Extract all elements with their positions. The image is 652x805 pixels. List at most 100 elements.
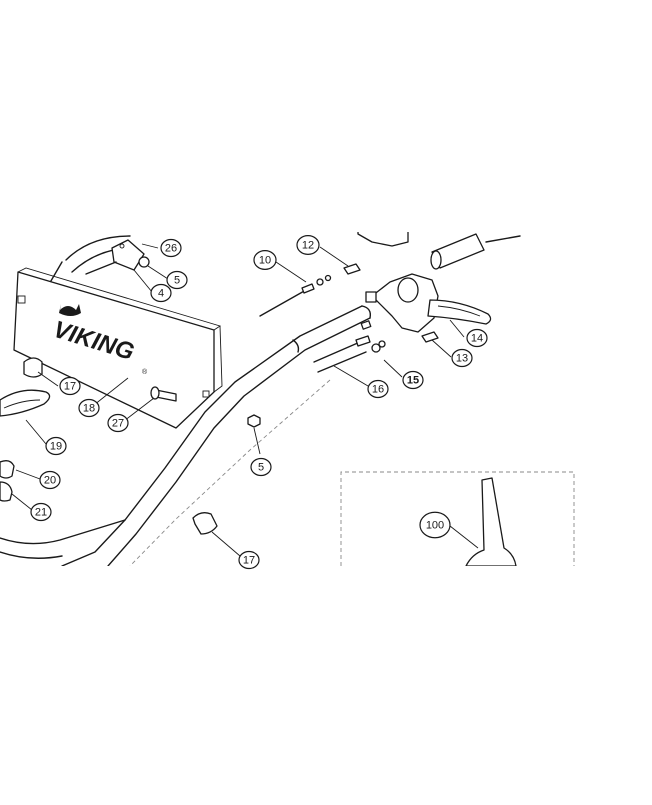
callout-27: 27 xyxy=(107,413,129,433)
callout-5: 5 xyxy=(166,270,188,290)
frame-bar-bottom xyxy=(0,551,63,559)
cable-16-end xyxy=(378,340,386,348)
callout-circle xyxy=(78,398,100,418)
lever-14 xyxy=(427,299,492,325)
callout-circle xyxy=(250,457,272,477)
panel-hole xyxy=(17,295,26,304)
callout-label: 21 xyxy=(35,507,47,519)
dashed-outline xyxy=(129,379,331,566)
callout-label: 15 xyxy=(407,375,419,387)
tube-seam xyxy=(292,339,300,353)
callout-circle xyxy=(30,502,52,522)
handle-grip-end xyxy=(430,250,442,270)
callout-circle xyxy=(451,348,473,368)
callout-100: 100 xyxy=(419,511,451,539)
callout-20: 20 xyxy=(39,470,61,490)
callout-label: 5 xyxy=(174,275,180,287)
callout-circle xyxy=(253,250,277,270)
callout-label: 17 xyxy=(64,381,76,393)
callout-circle xyxy=(367,379,389,399)
callout-label: 12 xyxy=(302,240,314,252)
panel-hole-right xyxy=(202,390,210,398)
clip-17-left xyxy=(23,357,43,378)
callout-26: 26 xyxy=(160,238,182,258)
part-20 xyxy=(0,460,15,479)
callout-15: 15 xyxy=(402,370,424,390)
bracket-screw xyxy=(119,243,125,249)
callout-label: 27 xyxy=(112,418,124,430)
registered-mark: ® xyxy=(142,368,148,376)
cable-10-end xyxy=(324,274,332,282)
cable-16-fitting xyxy=(355,335,371,347)
lever-mount xyxy=(365,291,377,303)
handle-tube xyxy=(485,235,521,243)
callout-label: 10 xyxy=(259,255,271,267)
handlebar-tube-inner xyxy=(107,317,371,566)
lever-pivot xyxy=(397,277,419,303)
nut-5-top xyxy=(138,256,150,268)
callout-18: 18 xyxy=(78,398,100,418)
callout-label: 19 xyxy=(50,441,62,453)
callout-circle xyxy=(402,370,424,390)
upper-tube-outer xyxy=(65,235,131,261)
callout-4: 4 xyxy=(150,283,172,303)
callout-19: 19 xyxy=(45,436,67,456)
callout-label: 20 xyxy=(44,475,56,487)
callout-circle xyxy=(466,328,488,348)
callout-label: 16 xyxy=(372,384,384,396)
callout-12: 12 xyxy=(296,235,320,255)
callout-label: 14 xyxy=(471,333,483,345)
grip-19 xyxy=(0,389,51,417)
callout-21: 21 xyxy=(30,502,52,522)
callout-circle xyxy=(150,283,172,303)
viking-helmet-icon xyxy=(59,304,81,316)
bracket-26 xyxy=(111,239,145,271)
callout-label: 13 xyxy=(456,353,468,365)
cable-16-clip xyxy=(360,320,372,330)
plate-13 xyxy=(421,331,439,343)
callout-circle xyxy=(45,436,67,456)
cable-16-b xyxy=(317,351,367,373)
callout-circle xyxy=(296,235,320,255)
top-partial-part xyxy=(357,232,409,247)
panel-top-edge xyxy=(17,267,222,331)
callout-14: 14 xyxy=(466,328,488,348)
frame-bar-top xyxy=(0,519,126,545)
callout-5: 5 xyxy=(250,457,272,477)
bolt-27-head xyxy=(150,386,160,400)
callout-label: 26 xyxy=(165,243,177,255)
lever-14-detail xyxy=(437,305,481,317)
cable-10-fitting xyxy=(301,283,315,294)
leader-lines xyxy=(11,243,479,557)
callout-circle xyxy=(107,413,129,433)
callout-17: 17 xyxy=(59,376,81,396)
callout-label: 17 xyxy=(243,555,255,567)
callout-circle xyxy=(59,376,81,396)
handlebar-tube-outer xyxy=(61,305,363,566)
cable-16-nut xyxy=(371,343,381,353)
callout-13: 13 xyxy=(451,348,473,368)
part-100 xyxy=(465,477,517,566)
panel-side-edge xyxy=(213,325,223,393)
plate-12 xyxy=(343,263,361,275)
nut-5-center xyxy=(247,414,261,428)
callout-label: 5 xyxy=(258,462,264,474)
callout-label: 100 xyxy=(426,520,444,532)
part-21 xyxy=(0,481,13,502)
cable-10 xyxy=(259,289,307,317)
cable-16 xyxy=(313,341,361,363)
inset-box xyxy=(340,471,575,566)
callout-circle xyxy=(238,550,260,570)
drawing-lines: VIKING ® xyxy=(0,232,575,566)
callout-label: 18 xyxy=(83,403,95,415)
callout-16: 16 xyxy=(367,379,389,399)
tube-end xyxy=(361,305,372,319)
bracket-rod xyxy=(85,261,117,275)
clip-17-bottom xyxy=(192,512,218,535)
callout-circle xyxy=(166,270,188,290)
callout-10: 10 xyxy=(253,250,277,270)
cable-10-nut xyxy=(316,278,324,286)
